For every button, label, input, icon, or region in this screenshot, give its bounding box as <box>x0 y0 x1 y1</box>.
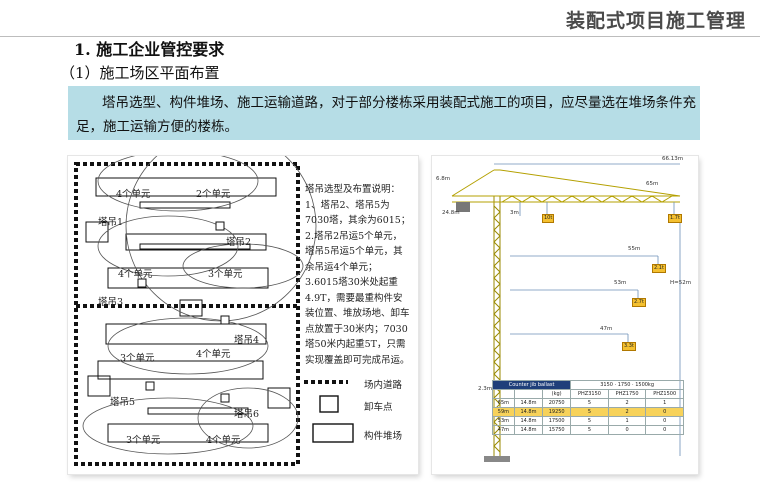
table-cell: 59m <box>492 407 515 417</box>
crane-load-tag: 10t <box>542 214 555 223</box>
crane-dim-label: 3m <box>510 210 519 216</box>
description-line: 1、塔吊2、塔吊5为7030塔，其余为6015； <box>305 199 411 227</box>
crane-reach-dist: 55m <box>628 246 641 252</box>
table-cell: 2 <box>607 398 647 408</box>
plan-unit-label: 4个单元 <box>116 189 151 200</box>
section-subtitle: （1）施工场区平面布置 <box>60 64 220 82</box>
crane-height-label: H=52m <box>670 280 692 286</box>
table-cell: 14.8m <box>513 416 544 426</box>
crane-reach-dist: 53m <box>614 280 627 286</box>
table-cell: 5 <box>570 398 609 408</box>
crane-load-tag: 1.7t <box>668 214 682 223</box>
table-cell: 65m <box>492 398 515 408</box>
plan-unit-label: 3个单元 <box>126 435 161 446</box>
crane-load-tag: 2.7t <box>632 298 646 307</box>
crane-dim-label: 65m <box>646 181 659 187</box>
crane-layout-description: 塔吊选型及布置说明： 1、塔吊2、塔吊5为7030塔，其余为6015； 2.塔吊… <box>305 182 411 368</box>
table-header-cell: PHZ1750 <box>607 389 647 399</box>
plan-unit-label: 4个单元 <box>196 349 231 360</box>
crane-load-tag: 3.3t <box>622 342 636 351</box>
plan-unit-label: 2个单元 <box>196 189 231 200</box>
table-cell: 5 <box>570 416 609 426</box>
crane-dim-label: 66.13m <box>662 156 684 162</box>
plan-crane-label: 塔吊1 <box>98 217 124 228</box>
table-cell: 0 <box>607 425 647 435</box>
table-cell: 5 <box>570 407 609 417</box>
site-plan-panel: 4个单元 2个单元 塔吊1 塔吊2 4个单元 3个单元 塔吊3 塔吊4 3个单元… <box>68 156 418 474</box>
table-title: Counter jib ballast <box>491 380 572 390</box>
crane-reach-dist: 47m <box>600 326 613 332</box>
table-header-cell <box>492 389 515 399</box>
table-cell: 14.8m <box>513 398 544 408</box>
header-divider <box>0 36 760 37</box>
table-cell: 53m <box>492 416 515 426</box>
table-cell: 2 <box>607 407 647 417</box>
table-cell: 0 <box>645 407 684 417</box>
ballast-table: Counter jib ballast 3150 · 1750 · 1500kg… <box>491 380 684 435</box>
table-cell: 17500 <box>542 416 572 426</box>
legend-road-label: 场内道路 <box>364 380 403 391</box>
plan-crane-label: 塔吊4 <box>234 335 260 346</box>
section-title: 1. 施工企业管控要求 <box>74 40 225 59</box>
table-header-cell: (kg) <box>542 389 572 399</box>
crane-dim-label: 6.8m <box>436 176 451 182</box>
table-cell: 5 <box>570 425 609 435</box>
crane-load-tag: 2.1t <box>652 264 666 273</box>
plan-unit-label: 3个单元 <box>208 269 243 280</box>
site-plan-drawing <box>74 156 354 466</box>
table-cell: 15750 <box>542 425 572 435</box>
table-header-cell: PHZ3150 <box>570 389 609 399</box>
description-line: 3.6015塔30米处起重4.9T，需要最重构件安装位置、堆放场地、卸车点放置于… <box>305 277 410 366</box>
note-text: 塔吊选型、构件堆场、施工运输道路，对于部分楼栋采用装配式施工的项目，应尽量选在堆… <box>76 95 696 135</box>
plan-crane-label: 塔吊6 <box>234 409 260 420</box>
plan-crane-label: 塔吊5 <box>110 397 136 408</box>
legend-unload-label: 卸车点 <box>364 402 393 413</box>
crane-base-label: 2.3m <box>478 386 493 392</box>
page-header-title: 装配式项目施工管理 <box>565 10 746 32</box>
plan-crane-label: 塔吊2 <box>226 237 252 248</box>
table-cell: 14.8m <box>513 425 544 435</box>
table-header-cell <box>513 389 544 399</box>
description-line: 塔吊选型及布置说明： <box>305 184 401 195</box>
table-cell: 1 <box>607 416 647 426</box>
plan-unit-label: 4个单元 <box>118 269 153 280</box>
table-cell: 19250 <box>542 407 572 417</box>
table-range: 3150 · 1750 · 1500kg <box>570 380 684 390</box>
table-cell: 1 <box>645 398 684 408</box>
description-line: 2.塔吊2吊运5个单元，塔吊5吊运5个单元，其余吊运4个单元； <box>305 230 403 273</box>
legend-stack-label: 构件堆场 <box>364 431 403 442</box>
plan-unit-label: 4个单元 <box>206 435 241 446</box>
table-cell: 0 <box>645 416 684 426</box>
table-cell: 0 <box>645 425 684 435</box>
table-cell: 14.8m <box>513 407 544 417</box>
note-box <box>68 86 700 140</box>
plan-crane-label: 塔吊3 <box>98 297 124 308</box>
table-cell: 47m <box>492 425 515 435</box>
table-cell: 20750 <box>542 398 572 408</box>
table-header-cell: PHZ1500 <box>645 389 684 399</box>
plan-unit-label: 3个单元 <box>120 353 155 364</box>
crane-dim-label: 24.8m <box>442 210 460 216</box>
